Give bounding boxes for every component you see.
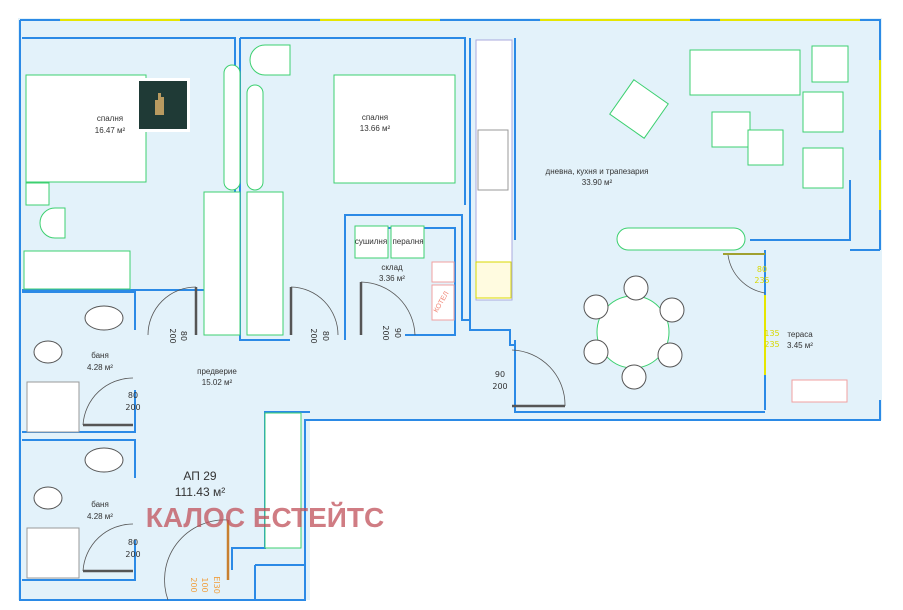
- hob: [475, 261, 512, 299]
- toilet: [33, 340, 63, 364]
- svg-text:80: 80: [128, 538, 138, 547]
- room-area: 3.45 м²: [787, 341, 813, 350]
- room-name: тераса: [787, 330, 813, 339]
- svg-text:200: 200: [168, 328, 177, 343]
- shower: [26, 381, 80, 433]
- dryer-label: сушилня: [355, 237, 387, 246]
- svg-text:200: 200: [309, 328, 318, 343]
- dining-chairs: [583, 275, 685, 390]
- room-name: баня: [91, 500, 109, 509]
- room-name: баня: [91, 351, 109, 360]
- svg-text:EI30: EI30: [212, 576, 221, 594]
- svg-text:80: 80: [757, 265, 767, 274]
- sofa: [689, 49, 801, 96]
- svg-text:100: 100: [200, 577, 209, 592]
- boiler: [431, 284, 455, 321]
- svg-text:80: 80: [179, 331, 188, 341]
- mirror: [246, 84, 264, 191]
- apartment-name: АП 29: [183, 469, 217, 483]
- svg-text:90: 90: [495, 370, 505, 379]
- side-table: [811, 45, 849, 83]
- armchair: [39, 207, 66, 239]
- svg-text:235: 235: [764, 340, 779, 349]
- room-name: предверие: [197, 367, 237, 376]
- armchair: [802, 147, 844, 189]
- room-name: дневна, кухня и трапезария: [546, 167, 649, 176]
- wardrobe: [23, 250, 131, 290]
- svg-text:200: 200: [492, 382, 507, 391]
- room-area: 3.36 м²: [379, 274, 405, 283]
- svg-text:200: 200: [189, 577, 198, 592]
- room-name: спалня: [97, 114, 123, 123]
- svg-text:200: 200: [125, 403, 140, 412]
- washer: [390, 225, 425, 259]
- side-table: [747, 129, 784, 166]
- nightstand: [25, 182, 50, 206]
- washbasin: [84, 447, 124, 473]
- tv-unit: [616, 227, 746, 251]
- svg-text:90: 90: [393, 328, 402, 338]
- room-name: склад: [381, 263, 403, 272]
- shower: [26, 527, 80, 579]
- sink: [477, 129, 509, 191]
- svg-text:200: 200: [381, 325, 390, 340]
- hall-wardrobe: [264, 412, 302, 549]
- mirror: [223, 64, 241, 191]
- apartment-area: 111.43 м²: [175, 485, 226, 499]
- room-name: спалня: [362, 113, 388, 122]
- bed: [25, 74, 147, 183]
- dryer: [354, 225, 389, 259]
- bed: [333, 74, 456, 184]
- armchair: [802, 91, 844, 133]
- wardrobe: [246, 191, 284, 336]
- watermark: КАЛОС ЕСТЕЙТС: [146, 501, 385, 533]
- svg-text:235: 235: [754, 276, 769, 285]
- doors[interactable]: [82, 253, 766, 601]
- svg-text:80: 80: [321, 331, 330, 341]
- door-dimensions: 80 200 80 200 90 200 90 200 80 200 80 20…: [125, 265, 779, 594]
- room-area: 4.28 м²: [87, 512, 113, 521]
- logo-building-icon: [155, 93, 164, 115]
- washer-label: пералня: [392, 237, 423, 246]
- armchair: [249, 44, 291, 76]
- windows: [60, 19, 881, 375]
- toilet: [33, 486, 63, 510]
- room-area: 13.66 м²: [360, 124, 391, 133]
- wardrobe: [203, 191, 241, 336]
- armchair: [609, 79, 669, 139]
- room-area: 4.28 м²: [87, 363, 113, 372]
- room-area: 16.47 м²: [95, 126, 126, 135]
- coffee-table: [711, 111, 751, 148]
- terrace-bench: [791, 379, 848, 403]
- svg-text:80: 80: [128, 391, 138, 400]
- room-area: 33.90 м²: [582, 178, 613, 187]
- svg-text:200: 200: [125, 550, 140, 559]
- heater: [431, 261, 455, 283]
- svg-text:135: 135: [764, 329, 779, 338]
- room-area: 15.02 м²: [202, 378, 233, 387]
- washbasin: [84, 305, 124, 331]
